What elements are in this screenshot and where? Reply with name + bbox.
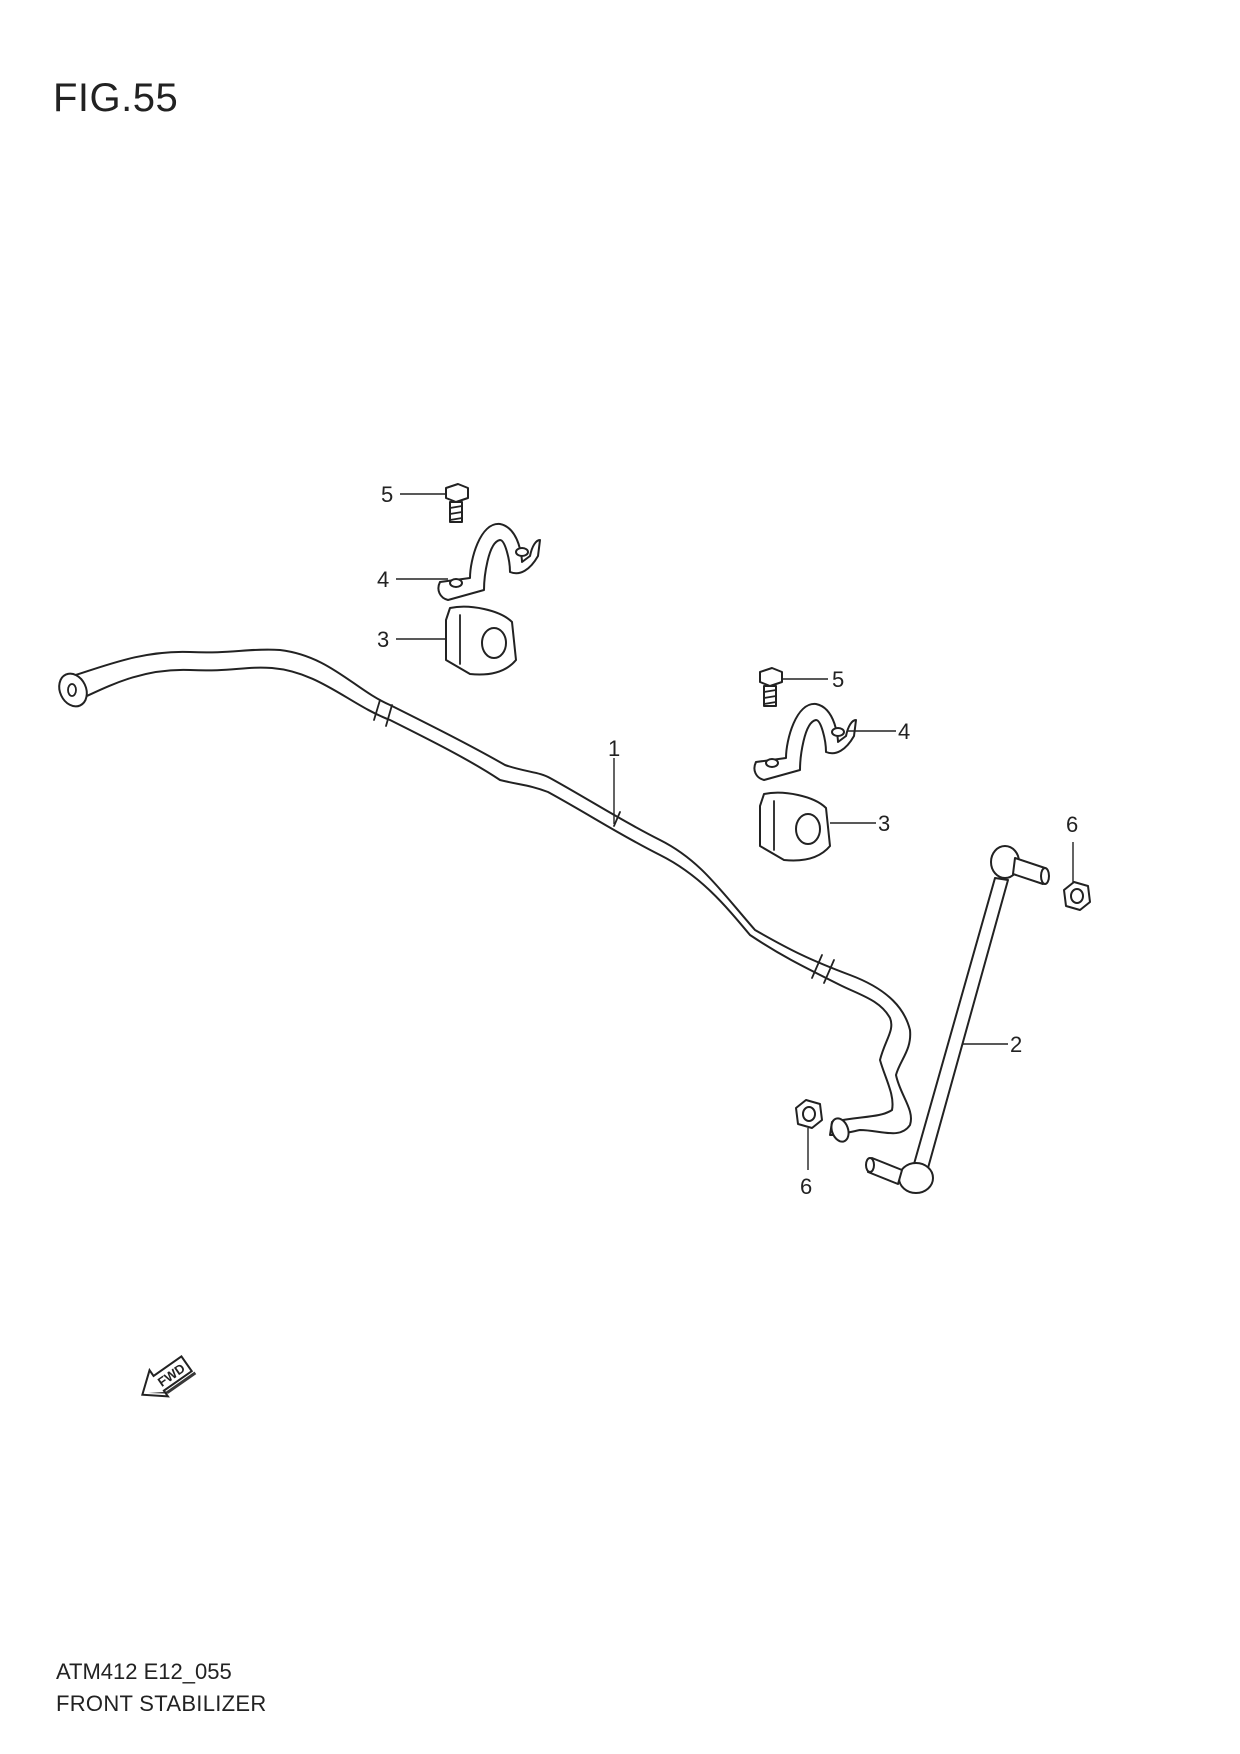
nut-top[interactable] [1063,881,1091,911]
callout-3-right: 3 [878,811,890,836]
callout-1: 1 [608,736,620,761]
callout-4-right: 4 [898,719,910,744]
bushing-left[interactable] [445,605,517,676]
callout-4-left: 4 [377,567,389,592]
stabilizer-bar[interactable] [54,648,912,1144]
figure-name: FRONT STABILIZER [56,1691,267,1716]
callout-5-right: 5 [832,667,844,692]
figure-title: FIG.55 [53,76,179,120]
callout-3-left: 3 [377,627,389,652]
fwd-direction-arrow: FWD [141,1355,197,1398]
stabilizer-link[interactable] [865,845,1050,1194]
nut-bottom[interactable] [795,1099,823,1129]
bracket-right[interactable] [753,702,857,781]
figure-code: ATM412 E12_055 [56,1659,232,1684]
callout-5-left: 5 [381,482,393,507]
bolt-left[interactable] [445,483,469,523]
leader-lines [396,493,1074,1170]
callout-6-bottom: 6 [800,1174,812,1199]
bushing-right[interactable] [759,791,831,862]
bolt-right[interactable] [759,667,783,707]
callout-6-top: 6 [1066,812,1078,837]
bracket-left[interactable] [437,522,541,601]
callout-2: 2 [1010,1032,1022,1057]
